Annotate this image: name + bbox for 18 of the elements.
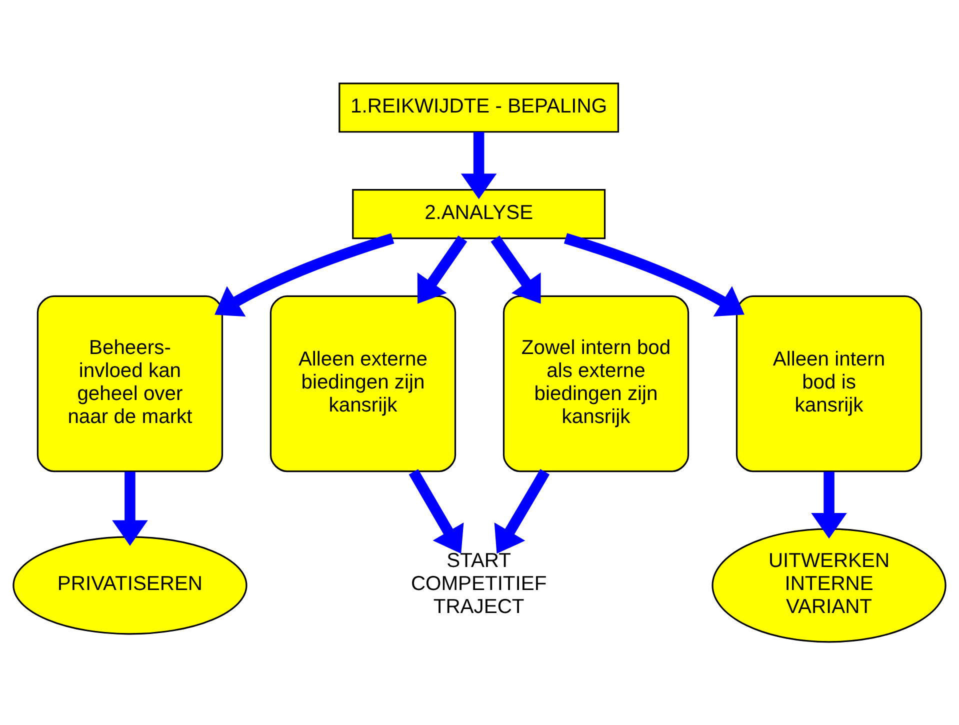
node-box: 1.REIKWIJDTE - BEPALING xyxy=(338,82,620,133)
arrow xyxy=(811,472,847,539)
node-ellipse: PRIVATISEREN xyxy=(12,536,248,635)
node-box: 2.ANALYSE xyxy=(352,188,606,240)
arrow xyxy=(564,233,744,317)
arrow xyxy=(460,132,497,200)
arrow xyxy=(112,472,148,546)
node-box: Alleen intern bod is kansrijk xyxy=(736,295,922,472)
node-text: START COMPETITIEF TRAJECT xyxy=(410,550,547,618)
node-ellipse: UITWERKEN INTERNE VARIANT xyxy=(712,528,946,643)
arrow xyxy=(490,236,541,304)
arrow xyxy=(408,469,464,554)
arrow xyxy=(417,236,468,304)
arrow xyxy=(494,469,550,554)
arrow xyxy=(214,233,394,317)
node-box: Zowel intern bod als externe biedingen zijn kansrijk xyxy=(502,295,690,472)
node-box: Beheers- invloed kan geheel over naar de markt xyxy=(36,295,224,472)
node-box: Alleen externe biedingen zijn kansrijk xyxy=(270,295,456,472)
